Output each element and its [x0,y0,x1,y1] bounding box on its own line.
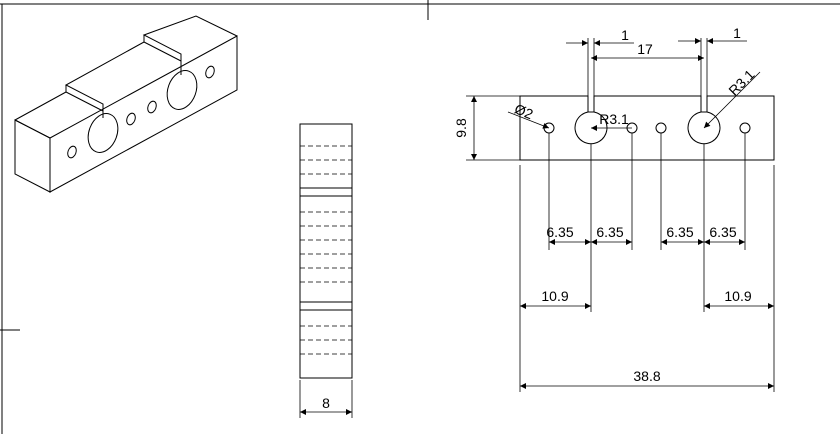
dim-pitch-3: 6.35 [666,224,693,240]
dim-pitch-2: 6.35 [596,224,623,240]
dim-pitch-4: 6.35 [709,224,736,240]
hole-small-4 [739,122,751,134]
dim-radius-right: R3.1 [725,66,757,98]
dim-side-width: 8 [322,395,330,411]
dim-overall-length: 38.8 [633,368,660,384]
dim-slot-spacing: 17 [637,41,653,57]
front-view [519,95,775,161]
side-view: 8 [299,123,353,418]
dim-hole-diameter: Ø2 [512,100,536,122]
dim-offset-left: 10.9 [541,288,568,304]
dim-radius-left: R3.1 [599,111,629,127]
dim-slot-width-right: 1 [733,25,741,41]
front-view-dimensions: 1 1 17 R3.1 R3.1 Ø2 9.8 6.35 [453,25,775,392]
dim-pitch-1: 6.35 [546,224,573,240]
dim-slot-width-left: 1 [621,27,629,43]
dim-offset-right: 10.9 [724,288,751,304]
isometric-view [14,15,238,193]
dim-height: 9.8 [453,118,469,138]
hole-small-3 [655,122,667,134]
